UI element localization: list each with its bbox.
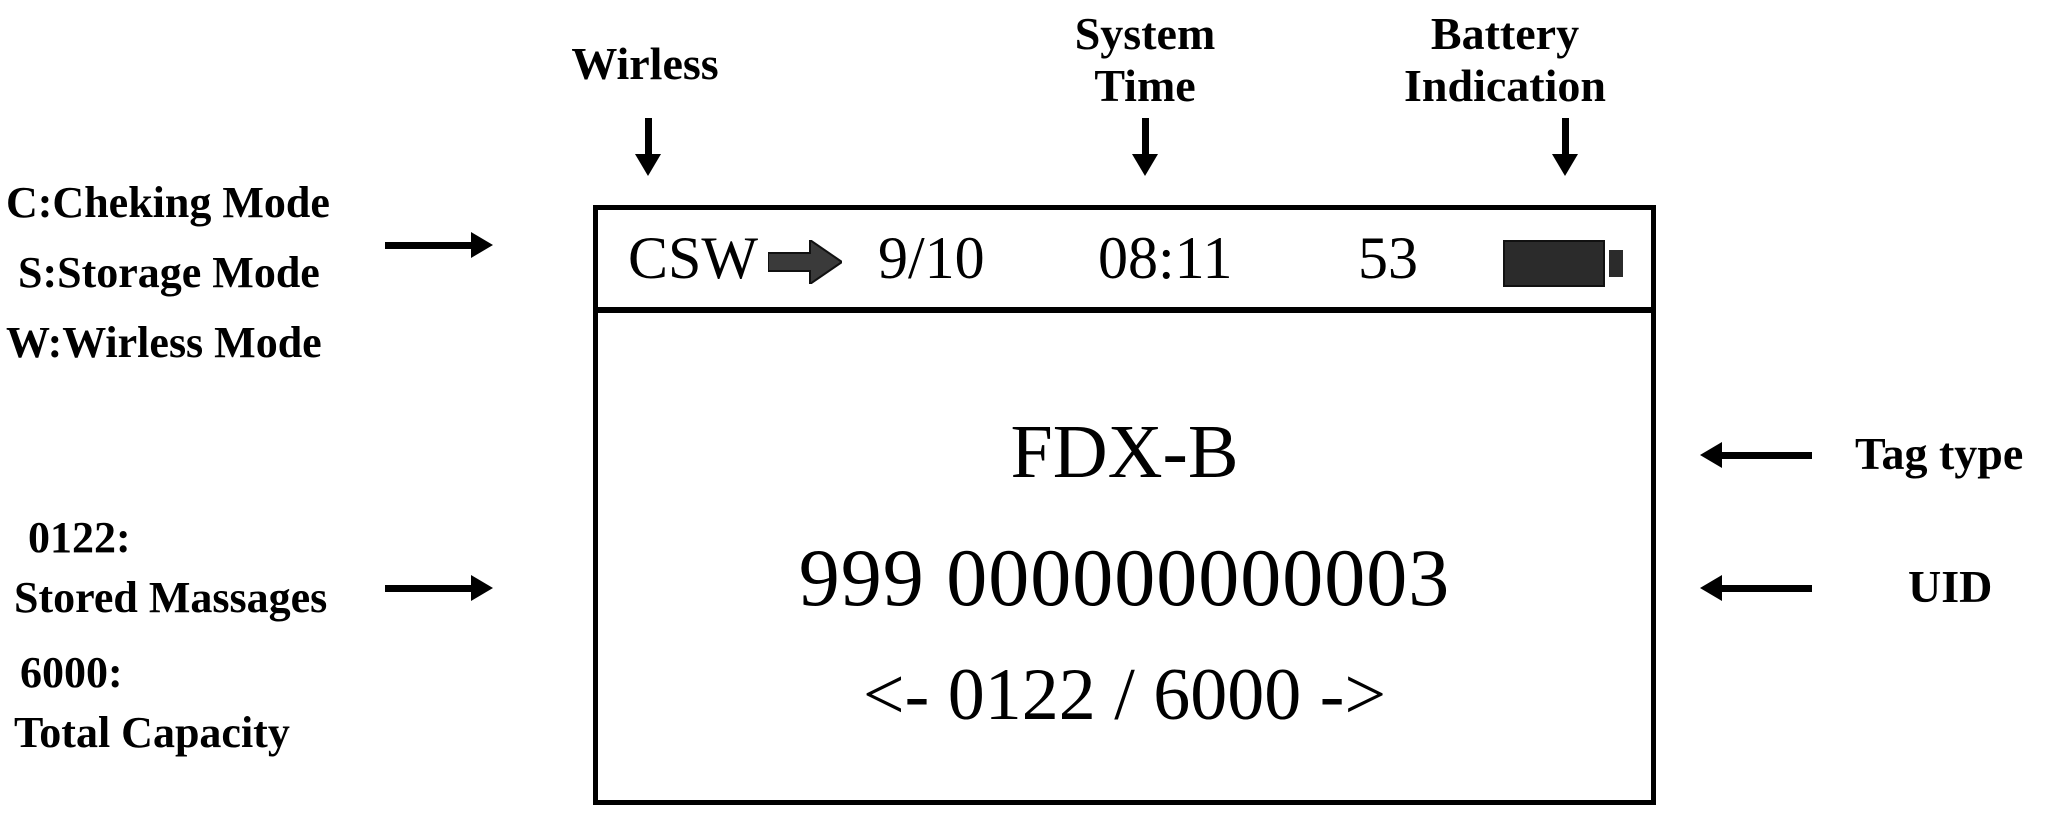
annotation-stored-label: Stored Massages: [14, 573, 328, 622]
status-bar: CSW 9/10 08:11 53: [598, 210, 1651, 313]
annotation-tag-type: Tag type: [1855, 428, 2024, 479]
time-display: 08:11: [1098, 225, 1233, 291]
tag-type-value: FDX-B: [1010, 410, 1239, 494]
annotation-capacity-label: Total Capacity: [14, 708, 290, 757]
annotation-mode-storage: S:Storage Mode: [18, 248, 320, 297]
annotation-wireless: Wirless: [571, 38, 719, 89]
record-counter: <- 0122 / 6000 ->: [862, 654, 1387, 736]
battery-terminal: [1609, 250, 1623, 277]
right-arrow-icon: [768, 240, 842, 284]
annotation-battery-indication: Battery Indication: [1404, 8, 1606, 111]
lcd-screen: CSW 9/10 08:11 53 FDX-B 999 000000000003…: [593, 205, 1656, 805]
lcd-content-area: FDX-B 999 000000000003 <- 0122 / 6000 ->: [598, 313, 1651, 800]
battery-full-icon: [1503, 240, 1623, 287]
mode-flags-indicator: CSW: [628, 225, 759, 291]
uid-value: 999 000000000003: [798, 532, 1451, 623]
battery-percent-value: 53: [1358, 225, 1418, 291]
annotation-stored-key: 0122:: [28, 513, 131, 562]
battery-body: [1503, 240, 1605, 287]
annotation-uid: UID: [1908, 561, 1993, 612]
annotation-mode-wireless: W:Wirless Mode: [6, 318, 322, 367]
annotation-system-time: System Time: [1074, 8, 1216, 111]
annotation-mode-checking: C:Cheking Mode: [6, 178, 330, 227]
date-display: 9/10: [878, 225, 985, 291]
annotation-capacity-key: 6000:: [20, 648, 123, 697]
